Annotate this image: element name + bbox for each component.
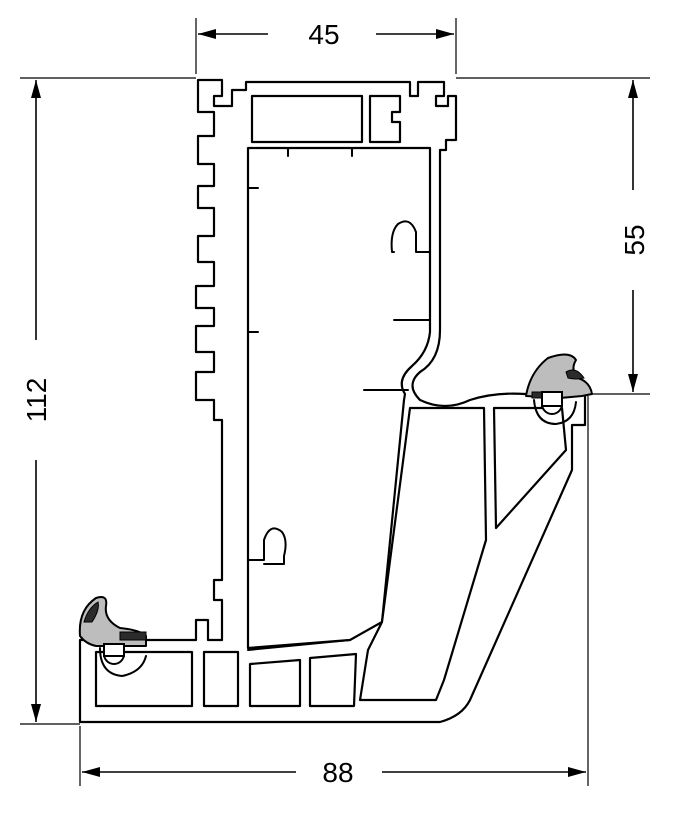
dimension-label-top: 45 xyxy=(308,19,339,50)
dimension-left-height: 112 xyxy=(20,77,196,725)
dimension-right-height: 55 xyxy=(456,77,650,395)
window-profile xyxy=(78,78,587,724)
dimension-bottom-width: 88 xyxy=(79,396,589,788)
dimension-label-left: 112 xyxy=(21,378,52,423)
seal-bottom-left xyxy=(78,596,147,677)
dimension-label-right: 55 xyxy=(619,224,650,255)
profile-top-chamber-1 xyxy=(250,94,364,144)
profile-bottom-chamber-2 xyxy=(202,650,240,708)
profile-main-chamber xyxy=(246,146,432,650)
dimension-label-bottom: 88 xyxy=(322,757,353,788)
profile-fin-1 xyxy=(390,220,431,253)
dimension-top-width: 45 xyxy=(195,18,457,74)
seal-top-right xyxy=(525,353,593,425)
profile-slanted-chamber xyxy=(358,406,488,702)
profile-right-chamber xyxy=(492,406,568,530)
profile-top-chamber-2 xyxy=(368,94,402,144)
profile-bottom-chamber-4 xyxy=(308,652,358,708)
profile-bottom-chamber-3 xyxy=(248,658,302,708)
profile-hook-bottom xyxy=(247,527,287,565)
